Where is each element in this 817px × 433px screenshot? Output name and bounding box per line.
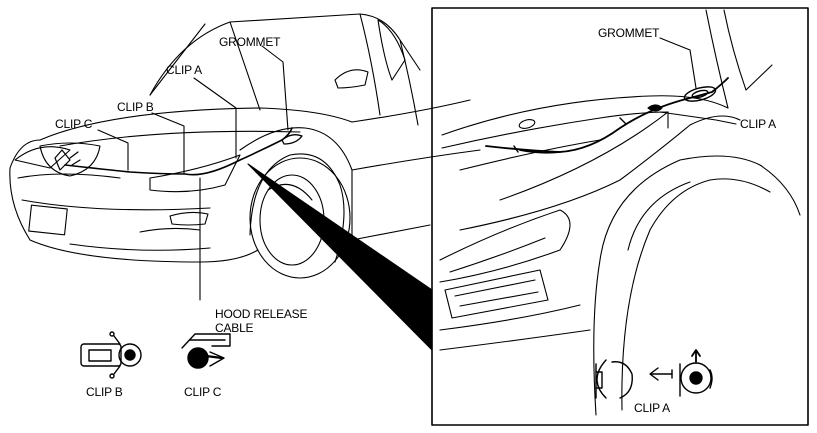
- detail-car-close-up: [439, 9, 801, 416]
- label-grommet: GROMMET: [219, 35, 281, 49]
- zoom-wedge: [247, 163, 433, 351]
- detail-legend-label-clip-a: CLIP A: [634, 401, 670, 415]
- detail-leader-lines: [659, 37, 737, 125]
- grommet-icon: [281, 134, 303, 145]
- label-hood-release-cable-1: HOOD RELEASE: [215, 307, 308, 321]
- hood-clip-icon: [518, 119, 536, 129]
- car-illustration: [9, 13, 481, 279]
- clip-b-diagram: [80, 331, 142, 379]
- detail-hood-release-cable: [485, 77, 729, 154]
- detail-label-clip-a: CLIP A: [740, 117, 776, 131]
- detail-panel-frame: [431, 7, 809, 426]
- detail-clip-a-icon: [647, 104, 663, 112]
- leader-lines: [97, 45, 289, 301]
- detail-clip-marks: [513, 117, 627, 153]
- label-clip-a: CLIP A: [166, 63, 202, 77]
- detail-label-grommet: GROMMET: [598, 26, 660, 40]
- legend-label-clip-c: CLIP C: [184, 385, 222, 399]
- clip-a-diagram: [595, 349, 713, 399]
- detail-grommet-icon: [683, 86, 717, 102]
- label-clip-b: CLIP B: [117, 100, 154, 114]
- legend-label-clip-b: CLIP B: [86, 385, 123, 399]
- label-hood-release-cable-2: CABLE: [215, 321, 254, 335]
- hood-release-cable: [54, 127, 293, 176]
- label-clip-c: CLIP C: [55, 117, 93, 131]
- clip-c-diagram: [181, 333, 231, 369]
